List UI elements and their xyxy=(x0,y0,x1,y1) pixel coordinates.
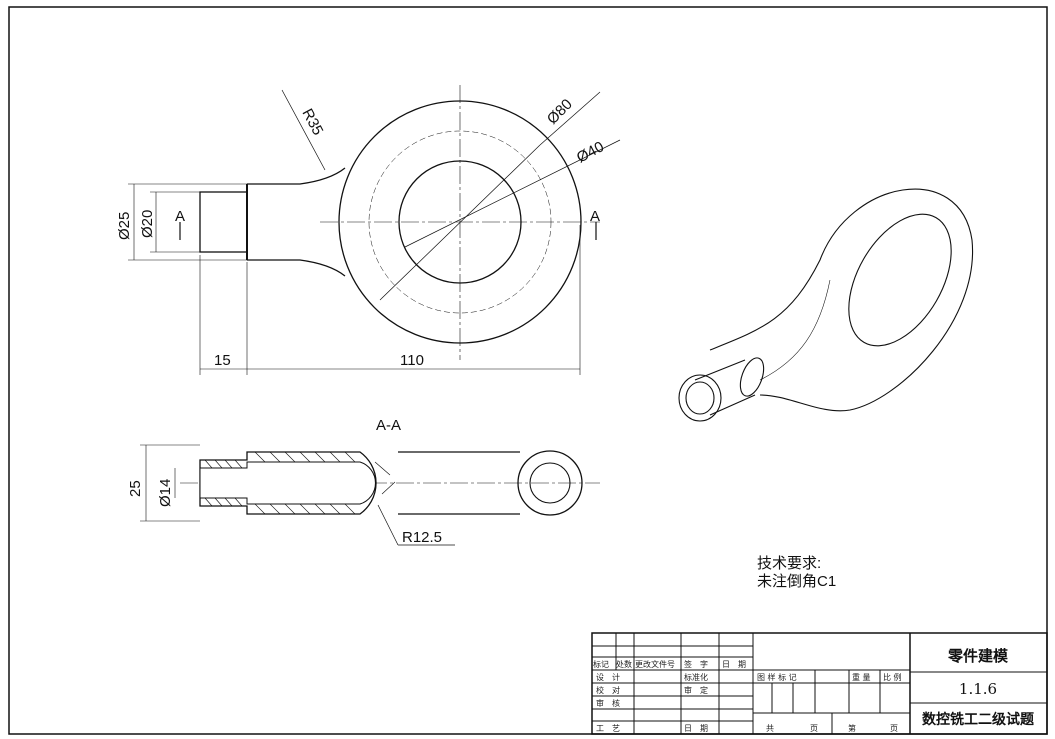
tb-row-mid: 标准化 xyxy=(684,672,708,682)
tb-sheet: 页 xyxy=(890,724,898,733)
tech-req-line1: 未注倒角C1 xyxy=(757,573,836,590)
tb-sheet: 共 xyxy=(766,724,774,733)
isometric-view xyxy=(678,188,974,422)
dim-d80: Ø80 xyxy=(544,96,576,128)
tb-sheet: 页 xyxy=(810,724,818,733)
tb-header: 标记 xyxy=(593,659,609,669)
dim-d14: Ø14 xyxy=(157,479,174,507)
dim-r12-5: R12.5 xyxy=(402,529,442,546)
dim-d20: Ø20 xyxy=(139,210,156,238)
tb-header: 处数 xyxy=(616,659,632,669)
drawing-number: 1.1.6 xyxy=(959,680,997,698)
title-block xyxy=(591,632,1048,735)
section-view xyxy=(140,444,600,546)
front-view xyxy=(128,85,621,375)
sheet-border xyxy=(8,6,1048,735)
dim-r35: R35 xyxy=(298,106,326,138)
tb-row-left: 审 核 xyxy=(596,698,620,708)
tb-mid-header: 重 量 xyxy=(852,672,871,682)
dim-110: 110 xyxy=(400,352,424,369)
section-mark-right: A xyxy=(590,208,600,225)
tb-header: 日 期 xyxy=(722,660,746,669)
tb-header: 更改文件号 xyxy=(635,659,675,669)
exam-title: 数控铣工二级试题 xyxy=(922,711,1035,728)
tb-row-mid: 日 期 xyxy=(684,724,708,733)
tb-header: 签 字 xyxy=(684,659,708,669)
tb-row-mid: 审 定 xyxy=(684,685,708,695)
section-mark-left: A xyxy=(175,208,185,225)
tb-sheet: 第 xyxy=(848,723,856,733)
dim-d25: Ø25 xyxy=(116,212,133,240)
dim-15: 15 xyxy=(214,352,231,369)
tb-row-left: 设 计 xyxy=(596,672,620,682)
tb-mid-header: 比 例 xyxy=(883,672,902,682)
section-title: A-A xyxy=(376,417,401,434)
tb-row-left: 工 艺 xyxy=(596,724,620,733)
tb-mid-header: 图 样 标 记 xyxy=(757,672,797,682)
dim-d40: Ø40 xyxy=(574,138,607,166)
part-name: 零件建模 xyxy=(947,647,1009,665)
tech-req-title: 技术要求: xyxy=(757,555,821,572)
tb-row-left: 校 对 xyxy=(596,685,620,695)
dim-25: 25 xyxy=(127,480,144,497)
